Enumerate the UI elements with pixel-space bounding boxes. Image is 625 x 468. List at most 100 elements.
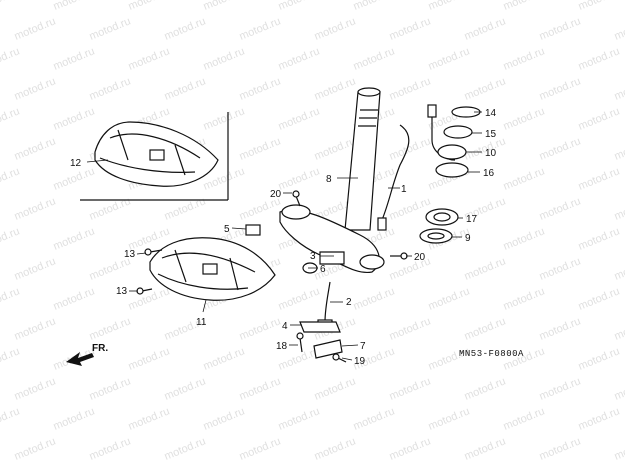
callout-16: 16 (483, 168, 495, 179)
watermark-text: motod.ru (127, 405, 172, 432)
watermark-text: motod.ru (613, 15, 625, 42)
clamp-5 (245, 224, 261, 236)
callout-19: 19 (354, 356, 366, 367)
callout-2: 2 (346, 297, 352, 308)
watermark-text: motod.ru (538, 375, 583, 402)
watermark-text: motod.ru (163, 435, 208, 462)
watermark-text: motod.ru (0, 45, 21, 72)
wire-harness (377, 104, 456, 231)
watermark-text: motod.ru (88, 435, 133, 462)
callout-labels: 12 8 1 20 5 13 13 3 6 2 11 4 18 7 19 20 … (70, 108, 497, 367)
watermark-text: motod.ru (538, 435, 583, 462)
bolt-18 (296, 332, 304, 353)
watermark-text: motod.ru (238, 435, 283, 462)
watermark-text: motod.ru (388, 15, 433, 42)
watermark-text: motod.ru (238, 15, 283, 42)
watermark-text: motod.ru (613, 195, 625, 222)
watermark-text: motod.ru (463, 315, 508, 342)
watermark-text: motod.ru (463, 375, 508, 402)
watermark-text: motod.ru (0, 285, 21, 312)
watermark-text: motod.ru (238, 135, 283, 162)
callout-4: 4 (282, 321, 288, 332)
watermark-text: motod.ru (277, 285, 322, 312)
watermark-text: motod.ru (127, 0, 172, 13)
watermark-text: motod.ru (13, 15, 58, 42)
watermark-text: motod.ru (0, 405, 21, 432)
watermark-text: motod.ru (13, 435, 58, 462)
callout-1: 1 (401, 184, 407, 195)
inner-fender-main (149, 237, 276, 301)
watermark-text: motod.ru (502, 285, 547, 312)
watermark-text: motod.ru (538, 135, 583, 162)
watermark-text: motod.ru (613, 315, 625, 342)
watermark-text: motod.ru (313, 435, 358, 462)
watermark-text: motod.ru (352, 0, 397, 13)
watermark-text: motod.ru (388, 75, 433, 102)
watermark-text: motod.ru (13, 315, 58, 342)
watermark-text: motod.ru (388, 435, 433, 462)
watermark-text: motod.ru (577, 105, 622, 132)
watermark-text: motod.ru (202, 345, 247, 372)
watermark-text: motod.ru (613, 75, 625, 102)
watermark-text: motod.ru (388, 375, 433, 402)
watermark-text: motod.ru (88, 315, 133, 342)
watermark-text: motod.ru (577, 0, 622, 13)
callout-11: 11 (196, 317, 207, 328)
watermark-text: motod.ru (577, 345, 622, 372)
watermark-text: motod.ru (13, 255, 58, 282)
watermark-text: motod.ru (277, 165, 322, 192)
inset-frame (80, 112, 229, 201)
watermark-text: motod.ru (127, 45, 172, 72)
bolt-20-lower (390, 252, 408, 260)
watermark-text: motod.ru (388, 315, 433, 342)
watermark-text: motod.ru (502, 225, 547, 252)
watermark-text: motod.ru (0, 345, 21, 372)
watermark-text: motod.ru (388, 255, 433, 282)
watermark-text: motod.ru (238, 315, 283, 342)
steering-stem (344, 87, 381, 231)
callout-10: 10 (485, 148, 497, 159)
watermark-text: motod.ru (538, 255, 583, 282)
stay-7 (313, 339, 343, 359)
callout-20-lower: 20 (414, 252, 426, 263)
watermark-text: motod.ru (163, 15, 208, 42)
watermark-text: motod.ru (163, 75, 208, 102)
watermark-text: motod.ru (352, 405, 397, 432)
watermark-text: motod.ru (202, 45, 247, 72)
callout-5: 5 (224, 224, 230, 235)
bracket-3 (319, 251, 345, 265)
watermark-text: motod.ru (502, 105, 547, 132)
watermark-text: motod.ru (277, 45, 322, 72)
watermark-text: motod.ru (613, 435, 625, 462)
watermark-text: motod.ru (538, 75, 583, 102)
watermark-text: motod.ru (388, 195, 433, 222)
plate-4 (299, 321, 341, 333)
watermark-text: motod.ru (538, 315, 583, 342)
watermark-text: motod.ru (463, 75, 508, 102)
watermark-text: motod.ru (463, 255, 508, 282)
callout-20-upper: 20 (270, 189, 282, 200)
watermark-text: motod.ru (613, 375, 625, 402)
watermark-text: motod.ru (577, 225, 622, 252)
callout-14: 14 (485, 108, 497, 119)
callout-12: 12 (70, 158, 82, 169)
callout-13-upper: 13 (124, 249, 136, 260)
watermark-text: motod.ru (538, 15, 583, 42)
watermark-text: motod.ru (427, 0, 472, 13)
watermark-text: motod.ru (52, 405, 97, 432)
watermark-text: motod.ru (0, 165, 21, 192)
watermark-text: motod.ru (502, 45, 547, 72)
inner-fender-inset (94, 121, 219, 187)
watermark-text: motod.ru (13, 375, 58, 402)
watermark-text: motod.ru (52, 165, 97, 192)
watermark-text: motod.ru (577, 165, 622, 192)
watermark-text: motod.ru (52, 105, 97, 132)
watermark-text: motod.ru (0, 0, 21, 13)
front-direction-arrow: FR. (66, 343, 108, 366)
watermark-text: motod.ru (0, 225, 21, 252)
watermark-text: motod.ru (202, 405, 247, 432)
screw-19 (332, 353, 347, 363)
watermark-text: motod.ru (52, 0, 97, 13)
watermark-text: motod.ru (313, 75, 358, 102)
watermark-text: motod.ru (427, 45, 472, 72)
